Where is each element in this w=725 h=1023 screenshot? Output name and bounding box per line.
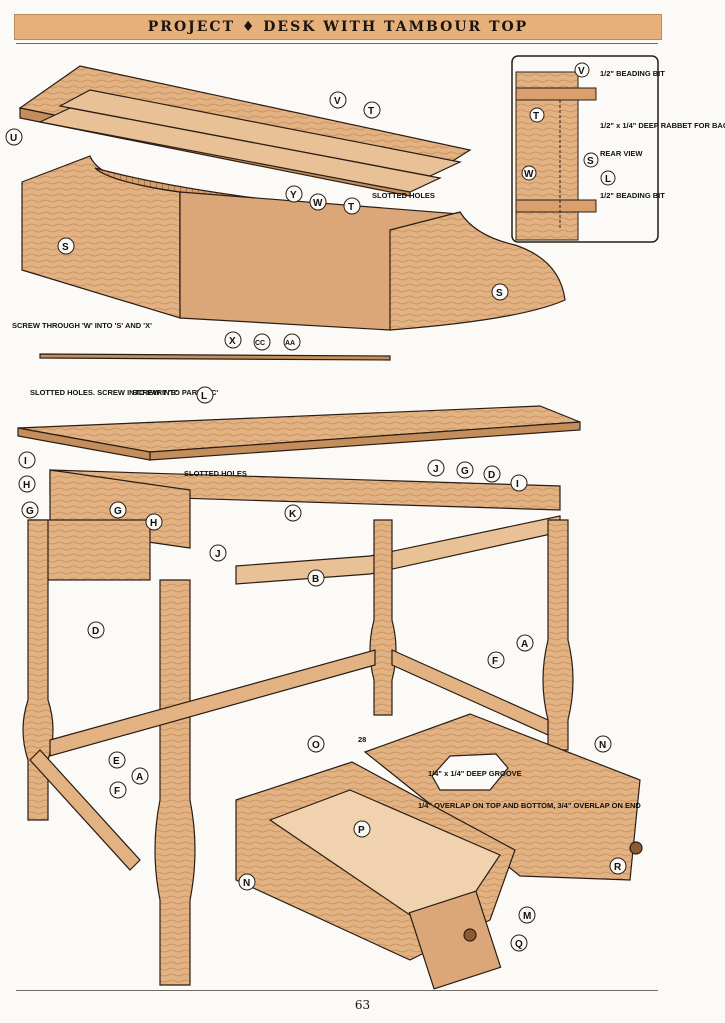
upper-label-t2: T [348,202,354,213]
leg-front-left [22,519,54,821]
inset-beading-bottom [515,199,597,213]
rear-view-inset: 1/2" BEADING BIT 1/2" x 1/4" DEEP RABBET… [511,55,725,243]
drawer-group [235,713,643,990]
upper-label-y: Y [290,190,297,201]
mid-note-screw-cc: SCREW INTO PART 'CC' [132,388,218,397]
callout-letters: U V T Y W T S S X CC AA V T W S L L I H … [10,66,622,950]
mid-label-b: B [312,574,319,585]
side-panel-s-left [21,155,181,319]
rail-t-2 [38,107,442,193]
inset-label-t: T [533,111,539,122]
desk-top-group [17,405,581,461]
leg-back-right [542,519,574,751]
drawer-bottom-p [268,789,501,916]
mid-label-j: J [215,549,221,560]
mid-label-g: G [26,506,34,517]
stretcher-f-left [29,749,141,871]
knob-r [629,841,643,855]
drawer-label-o: O [312,740,320,751]
upper-label-x: X [229,336,236,347]
mid-label-f2: F [114,786,120,797]
inset-note-beading-bottom: 1/2" BEADING BIT [600,191,665,200]
page-title: PROJECT ♦ DESK WITH TAMBOUR TOP [147,19,529,35]
drawer-note-overlap: 1/4" OVERLAP ON TOP AND BOTTOM, 3/4" OVE… [418,801,641,810]
leg-front-right [154,579,196,986]
mid-label-f: F [492,656,498,667]
stretcher-e [49,649,376,757]
drawer-dimension-28: 28 [358,735,366,744]
inset-label-l: L [605,174,611,185]
mid-label-e: E [113,756,120,767]
stretcher-f-right [391,649,549,736]
mid-label-i: I [24,456,27,467]
page-number: 63 [354,998,371,1012]
upper-label-t: T [368,106,374,117]
leg-back-left [369,519,397,716]
drawer-label-n2: N [243,878,250,889]
mid-label-g2: G [114,506,122,517]
mid-label-a2: A [136,772,143,783]
upper-note-screw-through: SCREW THROUGH 'W' INTO 'S' AND 'X' [12,321,152,330]
upper-label-cc: CC [255,340,265,347]
upper-label-w: W [313,198,323,209]
legs-group [22,519,574,986]
mid-label-d2: D [92,626,99,637]
upper-label-s-left: S [62,242,69,253]
page-header: PROJECT ♦ DESK WITH TAMBOUR TOP [14,14,662,40]
inset-note-rabbet: 1/2" x 1/4" DEEP RABBET FOR BACK [600,121,725,130]
mid-label-h: H [23,480,30,491]
mid-label-g3: G [461,466,469,477]
mid-note-slotted-s: SLOTTED HOLES. SCREW INTO PART 'S' [30,388,178,397]
mid-label-d: D [488,470,495,481]
mid-label-a: A [521,639,528,650]
bottom-strip-x [39,353,391,361]
desk-frame-group [29,469,561,585]
drawer-note-groove: 1/4" x 1/4" DEEP GROOVE [428,769,522,778]
mid-note-slotted: SLOTTED HOLES [184,469,247,478]
groove-cutout [431,753,509,791]
tambour-cabinet-group [18,65,566,361]
upper-label-u: U [10,133,17,144]
drawer-knob [463,928,477,942]
upper-label-aa: AA [285,340,295,347]
mid-label-i2: I [516,479,519,490]
inset-label-v: V [578,66,585,77]
inset-label-s: S [587,156,594,167]
mid-label-k: K [289,509,297,520]
frame-d [29,519,151,581]
mid-label-j2: J [433,464,439,475]
drawer-label-p: P [358,825,365,836]
inset-label-w: W [524,169,534,180]
mid-label-l: L [201,391,207,402]
side-panel-s-right [389,211,566,331]
drawer-label-r: R [614,862,622,873]
mid-label-h2: H [150,518,157,529]
inset-beading-top [515,87,597,101]
callout-labels [5,62,627,952]
drawer-label-m: M [523,911,531,922]
upper-label-v: V [334,96,341,107]
inset-note-rear-view: REAR VIEW [600,149,643,158]
footer-rule [16,990,658,991]
header-rule [16,43,658,44]
drawer-face-q [408,890,502,990]
upper-note-slotted-holes: SLOTTED HOLES [372,191,435,200]
upper-label-s-right: S [496,288,503,299]
drawer-label-q: Q [515,939,523,950]
drawer-label-n: N [599,740,606,751]
inset-note-beading-top: 1/2" BEADING BIT [600,69,665,78]
rail-b [235,515,561,585]
